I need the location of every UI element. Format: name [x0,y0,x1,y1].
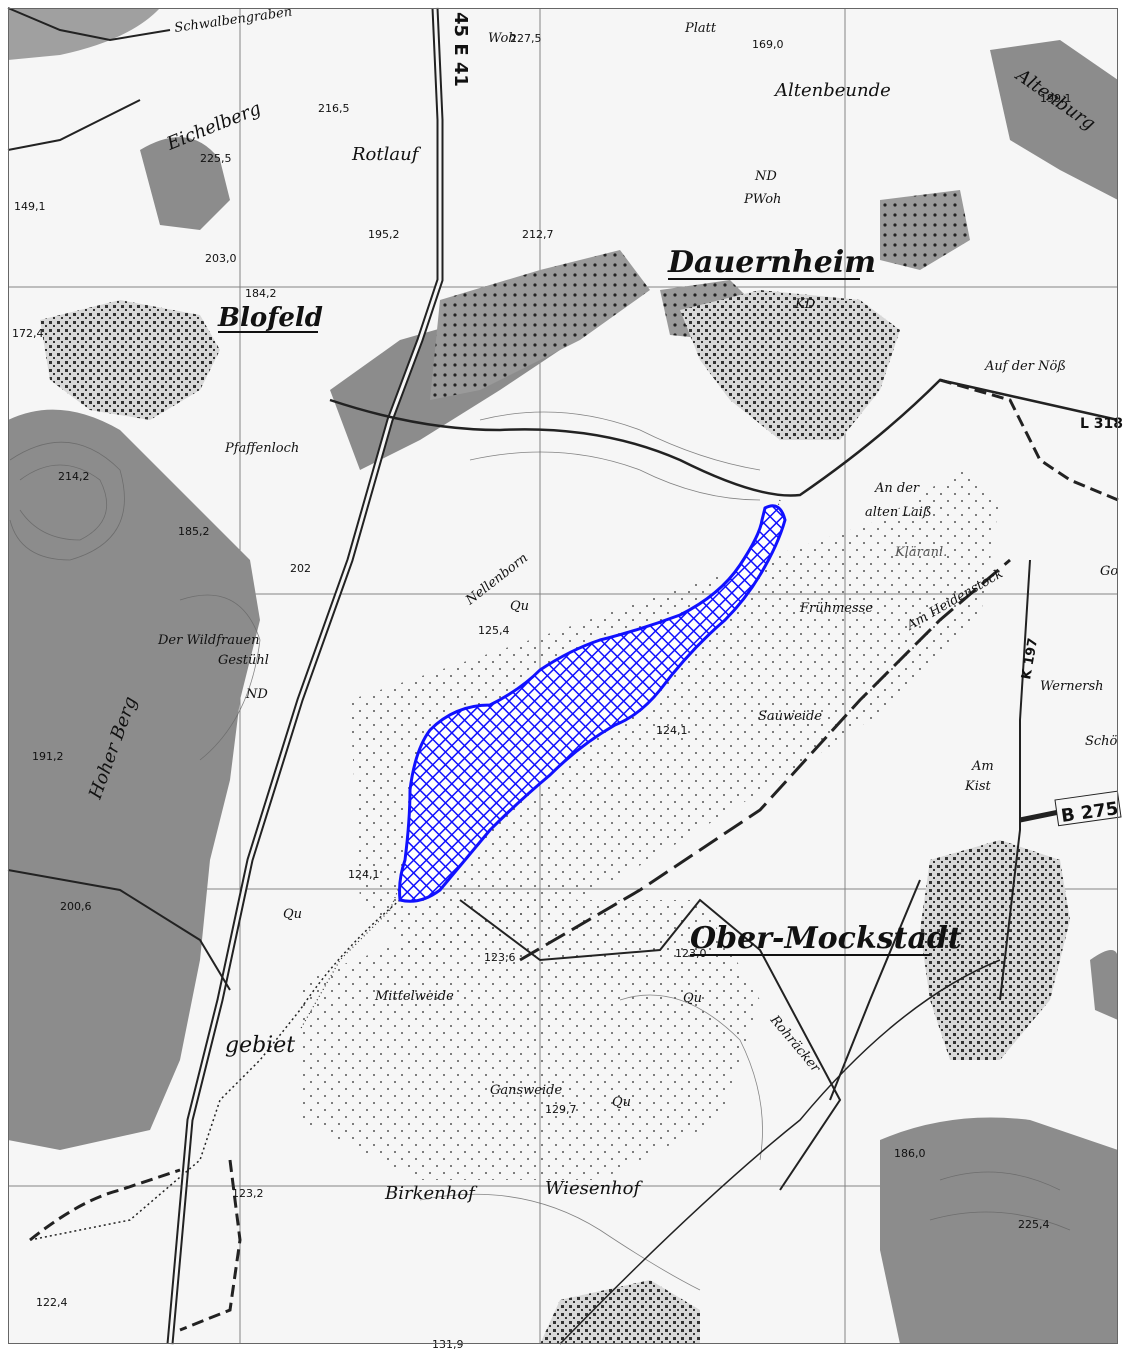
label-kist: Kist [964,779,992,794]
elev-14: 202 [290,562,311,575]
label-gebiet: gebiet [225,1033,295,1058]
elev-22: 123,2 [232,1187,264,1200]
label-kd: KD [794,297,816,312]
label-road-k197: K 197 [1019,637,1041,681]
label-road-a45: 45 E 41 [450,12,471,87]
elev-26: 225,4 [1018,1218,1050,1231]
elev-17: 191,2 [32,750,64,763]
place-labels: Dauernheim Ober-Mockstadt Blofeld Birken… [217,245,962,1204]
elev-1: 227,5 [510,32,542,45]
elev-24: 131,9 [432,1338,464,1351]
label-pwoh: PWoh [743,192,781,207]
meadow-areas [300,470,1000,1180]
elev-9: 212,7 [522,228,554,241]
label-blofeld: Blofeld [217,303,323,333]
contour-lines [9,411,1071,1291]
label-platt: Platt [684,21,717,36]
map-symbol-labels: ND ND KD Woh PWoh Qu Qu Qu Qu [245,31,816,1110]
label-schoe: Schö [1085,734,1118,749]
label-birkenhof: Birkenhof [384,1183,478,1204]
label-rotlauf: Rotlauf [351,144,422,165]
label-gansweide: Gansweide [490,1083,562,1098]
elev-15: 125,4 [478,624,510,637]
elev-6: 149,1 [14,200,46,213]
road-labels: 45 E 41 B 275 L 318 K 197 [450,12,1123,827]
elev-4: 216,5 [318,102,350,115]
elev-25: 186,0 [894,1147,926,1160]
elev-13: 185,2 [178,525,210,538]
elev-23: 122,4 [36,1296,68,1309]
label-road-l318: L 318 [1080,416,1123,432]
elevation-labels: 227,5 169,0 199,1 216,5 225,5 149,1 203,… [12,32,1072,1351]
label-nd-1: ND [754,169,777,184]
elev-12: 214,2 [58,470,90,483]
label-woh: Woh [488,31,517,46]
elev-11: 172,4 [12,327,44,340]
elev-8: 195,2 [368,228,400,241]
label-wiesenhof: Wiesenhof [545,1178,644,1199]
elev-3: 199,1 [1040,92,1072,105]
elev-16: 124,1 [656,724,688,737]
label-sauweide: Sauweide [758,709,822,724]
label-auf-der-noss: Auf der Nöß [984,359,1066,374]
village-areas [40,290,1070,1344]
label-qu-2: Qu [683,991,702,1006]
elev-20: 200,6 [60,900,92,913]
label-der-wildfrauen: Der Wildfrauen [157,633,259,648]
elev-7: 203,0 [205,252,237,265]
elev-19: 123,6 [484,951,516,964]
elev-10: 184,2 [245,287,277,300]
label-mittelweide: Mittelweide [374,989,454,1004]
highlighted-area [398,504,787,903]
elev-27: 123,0 [675,947,707,960]
label-qu-4: Qu [283,907,302,922]
elev-2: 169,0 [752,38,784,51]
label-an-der: An der [874,481,920,496]
label-alten-laiss: alten Laiß [865,505,932,520]
label-dauernheim: Dauernheim [667,245,876,280]
label-go: Go [1100,564,1118,579]
label-klaranl: Kläranl. [894,545,947,560]
label-wernersh: Wernersh [1040,679,1104,694]
elev-18: 124,1 [348,868,380,881]
label-qu-1: Qu [510,599,529,614]
label-ober-mockstadt: Ober-Mockstadt [690,921,962,956]
label-fruhmesse: Frühmesse [799,601,873,616]
label-qu-3: Qu [612,1095,631,1110]
label-pfaffenloch: Pfaffenloch [224,441,299,456]
elev-21: 129,7 [545,1103,577,1116]
label-nd-2: ND [245,687,268,702]
elev-5: 225,5 [200,152,232,165]
label-altenbeunde: Altenbeunde [773,80,891,101]
label-am: Am [971,759,994,774]
label-gestuhl: Gestühl [218,653,269,668]
